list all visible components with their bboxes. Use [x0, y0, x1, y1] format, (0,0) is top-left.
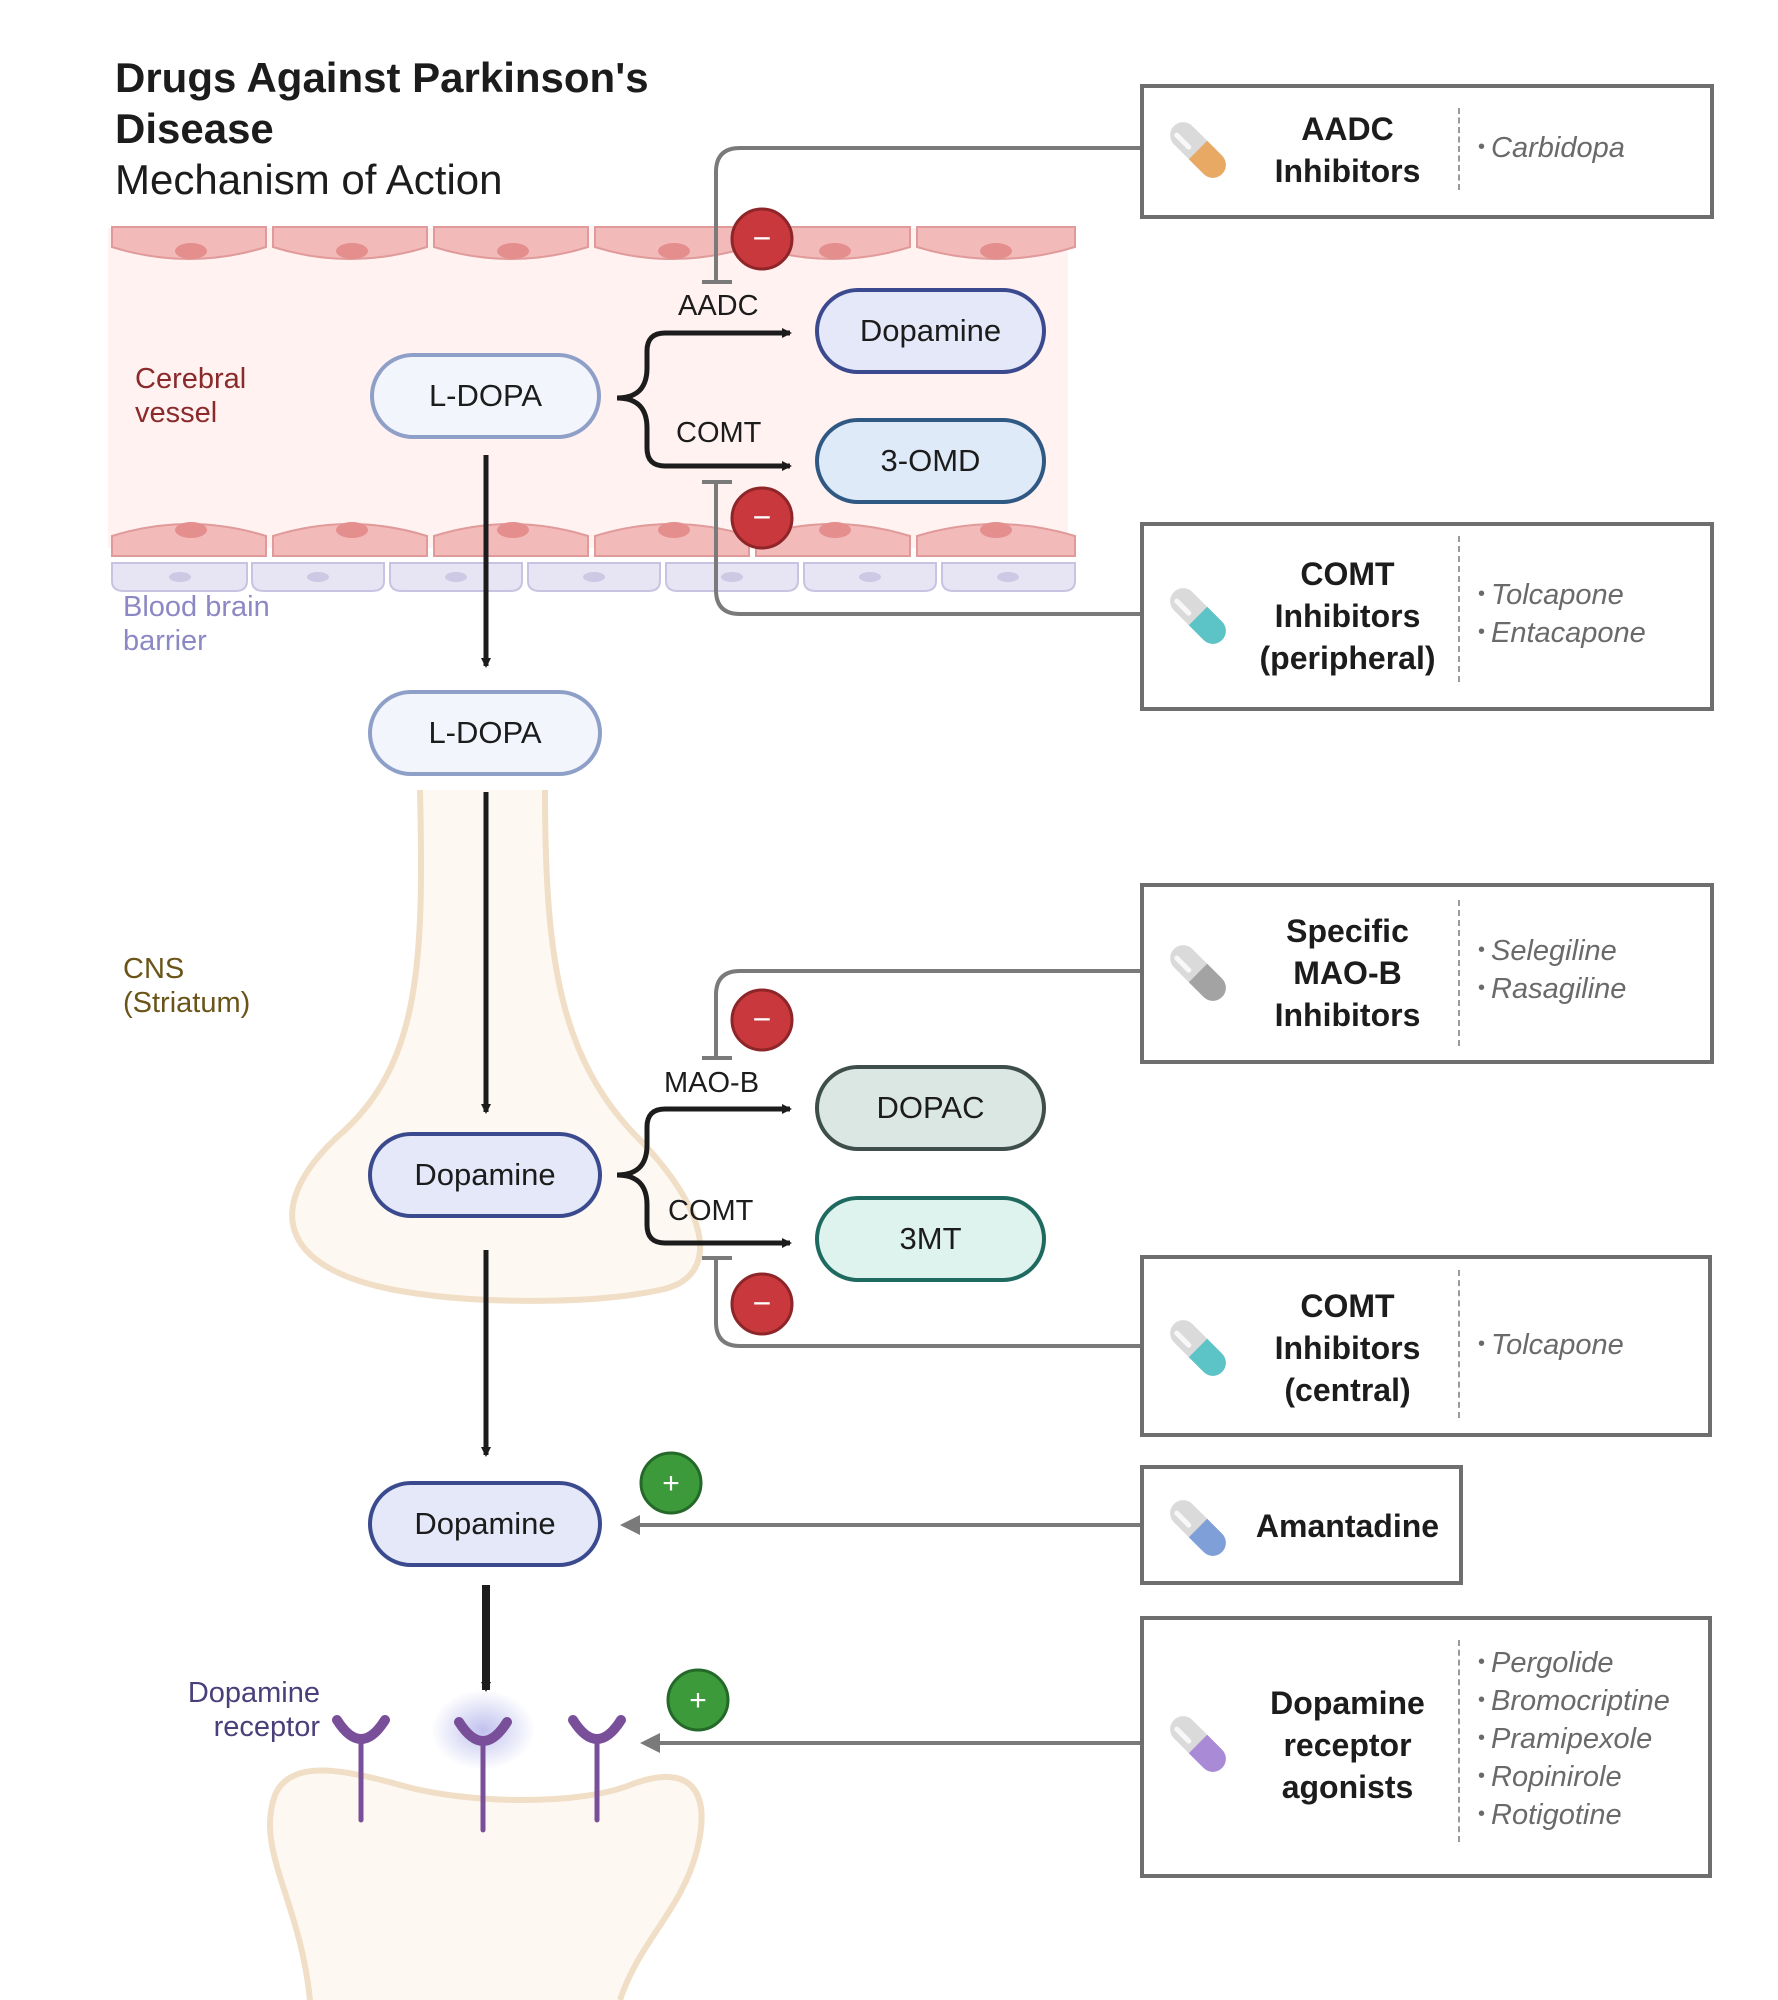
enzyme-aadc: AADC — [678, 290, 759, 322]
node-3mt: 3MT — [815, 1196, 1046, 1282]
vessel-nuclei-bottom — [175, 522, 1012, 538]
connector-comt-central — [714, 1258, 1142, 1348]
drug-class-name: Amantadine — [1255, 1508, 1440, 1544]
dopamine-receptor-3 — [568, 1715, 626, 1823]
inhibit-marker-aadc: − — [730, 207, 794, 271]
drug-class-name: COMT Inhibitors (central) — [1274, 1288, 1421, 1408]
enzyme-comt-vessel: COMT — [676, 417, 762, 449]
drug-class-name: AADC Inhibitors — [1274, 111, 1421, 189]
dopamine-receptor-1 — [332, 1715, 390, 1823]
promote-symbol: + — [689, 1684, 707, 1717]
promote-marker-agonists: + — [666, 1668, 730, 1732]
label-blood-brain-barrier: Blood brain barrier — [123, 591, 270, 657]
box-divider — [1458, 1640, 1460, 1842]
arrow-comt-conversion-cns — [616, 1172, 792, 1248]
connector-comt-peripheral — [714, 482, 1142, 616]
capsule-icon — [1170, 588, 1226, 644]
capsule-icon — [1170, 1320, 1226, 1376]
inhibit-marker-comt-peripheral: − — [730, 486, 794, 550]
box-divider — [1458, 536, 1460, 682]
node-ldopa-cns: L-DOPA — [368, 690, 602, 776]
label-dopamine-receptor: Dopamine receptor — [187, 1677, 320, 1743]
cns-branch — [616, 1104, 792, 1248]
box-divider — [1458, 1270, 1460, 1418]
receptor-glow — [431, 1690, 535, 1770]
inhibit-symbol: − — [753, 1285, 772, 1321]
drug-item: Tolcapone — [1478, 578, 1646, 616]
drug-item: Bromocriptine — [1478, 1684, 1670, 1722]
drug-item: Tolcapone — [1478, 1328, 1624, 1366]
box-divider — [1458, 900, 1460, 1046]
drug-list-aadc: Carbidopa — [1478, 131, 1625, 169]
node-ldopa-vessel: L-DOPA — [370, 353, 601, 439]
capsule-icon — [1170, 945, 1226, 1001]
drug-item: Rotigotine — [1478, 1798, 1670, 1836]
inhibitor-connectors — [702, 146, 1142, 1348]
node-dopac: DOPAC — [815, 1065, 1046, 1151]
drug-class-name: Dopamine receptor agonists — [1270, 1685, 1425, 1805]
drug-list-comt-peripheral: Tolcapone Entacapone — [1478, 578, 1646, 654]
bbb-nuclei — [169, 572, 1019, 582]
arrow-maob-conversion — [616, 1104, 792, 1178]
drug-list-agonists: Pergolide Bromocriptine Pramipexole Ropi… — [1478, 1646, 1670, 1836]
vessel-nuclei-top — [175, 243, 1012, 259]
drug-item: Ropinirole — [1478, 1760, 1670, 1798]
vessel-wall-top — [111, 226, 1076, 260]
arrow-comt-conversion-vessel — [616, 395, 792, 471]
label-cerebral-vessel: Cerebral vessel — [135, 363, 247, 429]
drug-list-maob: Selegiline Rasagiline — [1478, 934, 1626, 1010]
dopamine-receptor-2 — [454, 1717, 512, 1833]
capsule-icon — [1170, 122, 1226, 178]
inhibit-symbol: − — [753, 220, 772, 256]
node-dopamine-cns: Dopamine — [368, 1132, 602, 1218]
promote-symbol: + — [662, 1467, 680, 1500]
node-3omd: 3-OMD — [815, 418, 1046, 504]
promoter-connectors — [620, 1515, 1142, 1753]
enzyme-maob: MAO-B — [664, 1067, 760, 1099]
enzyme-comt-cns: COMT — [668, 1195, 754, 1227]
label-cns-striatum: CNS (Striatum) — [123, 953, 251, 1019]
inhibit-marker-comt-central: − — [730, 1272, 794, 1336]
capsule-icon — [1170, 1716, 1226, 1772]
promote-marker-amantadine: + — [639, 1451, 703, 1515]
drug-class-name: COMT Inhibitors (peripheral) — [1259, 556, 1436, 676]
connector-aadc — [714, 146, 1142, 282]
vessel-branch — [616, 328, 792, 471]
drug-item: Selegiline — [1478, 934, 1626, 972]
inhibit-symbol: − — [753, 499, 772, 535]
postsynaptic-neuron — [266, 1767, 705, 2000]
drug-class-name: Specific MAO-B Inhibitors — [1274, 913, 1421, 1033]
drug-item: Pergolide — [1478, 1646, 1670, 1684]
inhibit-symbol: − — [753, 1001, 772, 1037]
title-main: Drugs Against Parkinson's Disease — [115, 54, 649, 152]
figure-title: Drugs Against Parkinson's Disease Mechan… — [115, 52, 735, 205]
node-dopamine-vessel: Dopamine — [815, 288, 1046, 374]
inhibit-marker-maob: − — [730, 988, 794, 1052]
title-sub: Mechanism of Action — [115, 156, 503, 203]
arrow-aadc-conversion — [616, 328, 792, 401]
drug-item: Carbidopa — [1478, 131, 1625, 169]
capsule-icon — [1170, 1500, 1226, 1556]
box-divider — [1458, 108, 1460, 190]
drug-list-comt-central: Tolcapone — [1478, 1328, 1624, 1366]
node-dopamine-synapse: Dopamine — [368, 1481, 602, 1567]
drug-item: Rasagiline — [1478, 972, 1626, 1010]
presynaptic-neuron — [289, 789, 704, 1304]
drug-box-amantadine — [1140, 1465, 1463, 1585]
drug-item: Entacapone — [1478, 616, 1646, 654]
connector-maob — [714, 969, 1142, 1058]
drug-item: Pramipexole — [1478, 1722, 1670, 1760]
